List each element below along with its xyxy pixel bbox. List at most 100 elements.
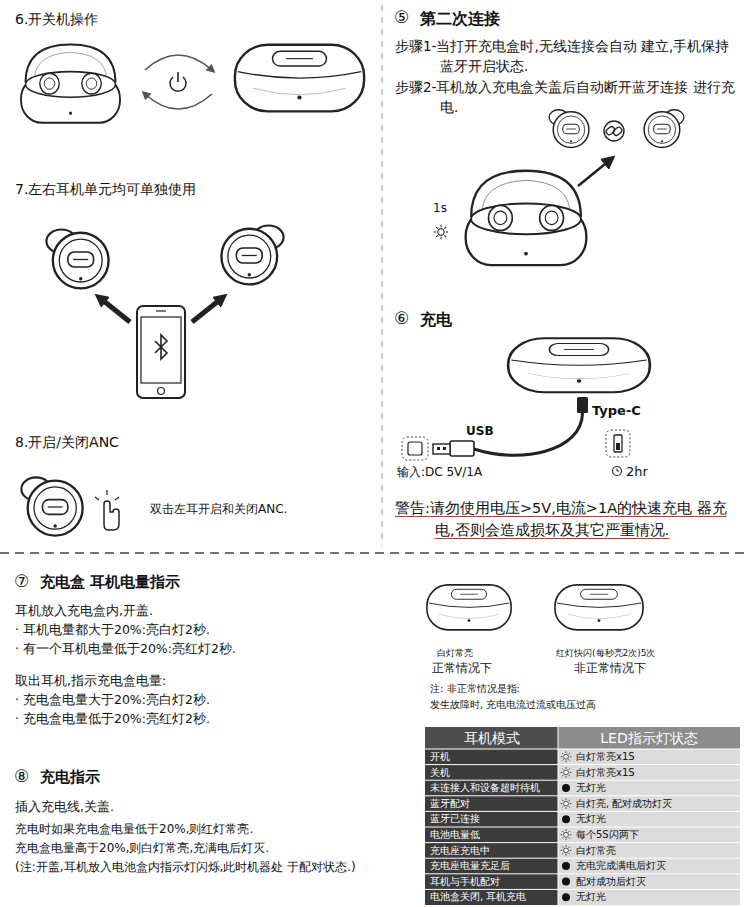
no-light-icon xyxy=(562,878,570,886)
battery-body xyxy=(614,435,622,452)
clock-icon xyxy=(613,467,622,476)
note-text: (注:开盖,耳机放入电池盒内指示灯闪烁,此时机器处 于配对状态.) xyxy=(15,859,370,876)
usb-plug xyxy=(433,441,474,456)
battery-icon xyxy=(606,430,630,457)
right-earbud xyxy=(221,226,283,285)
section-heading: 第二次连接 xyxy=(420,8,500,30)
link-circle xyxy=(604,121,624,141)
spec-text: 输入:DC 5V/1A xyxy=(397,464,482,480)
closed-case xyxy=(427,585,511,630)
connector-label: Type-C xyxy=(592,402,641,420)
table-cell: 无灯光 xyxy=(576,780,736,796)
clock-hands xyxy=(617,469,619,472)
instruction-text: 耳机放入充电盒内,开盖. xyxy=(15,603,153,620)
table-cell: 白灯常亮x1S xyxy=(576,765,736,781)
list-item: · 耳机电量都大于20%:亮白灯2秒. xyxy=(15,622,210,639)
table-cell: 蓝牙配对 xyxy=(430,796,555,812)
left-earbud xyxy=(549,110,589,148)
table-cell: 白灯常亮 xyxy=(576,843,736,859)
table-row-lines xyxy=(425,765,740,890)
white-light-icon xyxy=(561,767,572,778)
right-earbud xyxy=(644,110,684,148)
instruction-text: 充电时如果充电盒电量低于20%,则红灯常亮. xyxy=(15,821,253,837)
open-case-drawing xyxy=(21,44,120,122)
table-cell: 充电座充电中 xyxy=(430,843,555,859)
link-chain xyxy=(612,126,623,136)
list-item: · 充电盒电量大于20%:亮白灯2秒. xyxy=(15,692,210,709)
table-cell: 无灯光 xyxy=(576,811,736,827)
clock-face xyxy=(613,467,622,476)
table-header-line xyxy=(425,749,740,750)
callout-number: ⑧ xyxy=(14,765,29,788)
adapter-icon xyxy=(402,437,428,460)
table-header-cell xyxy=(425,727,558,749)
table-cell: 白灯亮, 配对成功灯灭 xyxy=(576,796,736,812)
power-cycle-symbol xyxy=(145,55,212,109)
note-text: 注: 非正常情况是指: xyxy=(430,682,520,696)
list-item: · 充电盒电量低于20%:亮红灯2秒. xyxy=(15,711,210,728)
phone-screen xyxy=(141,317,181,383)
instruction-text: 插入充电线,关盖. xyxy=(15,799,114,816)
column-divider xyxy=(382,5,383,546)
no-light-icon xyxy=(562,862,570,870)
left-earbud xyxy=(21,477,82,535)
table-cell: 电池电量低 xyxy=(430,827,555,843)
led-table xyxy=(425,727,740,905)
battery-level xyxy=(616,443,620,450)
left-earbud xyxy=(46,230,108,289)
closed-case xyxy=(555,585,643,630)
table-cell: 白灯常亮x1S xyxy=(576,749,736,765)
section-heading: 6.开关机操作 xyxy=(15,10,98,29)
connector-label: USB xyxy=(466,423,494,439)
duration-label: 1s xyxy=(433,200,447,216)
tap-marks xyxy=(95,490,119,500)
open-case xyxy=(21,44,120,122)
white-light-icon xyxy=(561,829,572,840)
home-button xyxy=(158,388,165,395)
note-text: 发生故障时, 充电电流过流或电压过高 xyxy=(430,698,596,712)
list-item: · 有一个耳机电量低于20%:亮红灯2秒. xyxy=(15,641,236,658)
table-cell: 配对成功后灯灭 xyxy=(576,874,736,890)
callout-number: ⑥ xyxy=(394,307,409,330)
section-divider xyxy=(0,552,750,554)
section-heading: 7.左右耳机单元均可单独使用 xyxy=(15,180,196,199)
usb-plug-metal xyxy=(433,444,450,454)
no-light-icon xyxy=(562,893,570,901)
adapter-body xyxy=(408,442,422,455)
instruction-text: 双击左耳开启和关闭ANC. xyxy=(150,501,287,517)
case-caption: 非正常情况下 xyxy=(574,661,646,677)
no-light-icon xyxy=(562,815,570,823)
tap-hand-icon xyxy=(95,490,119,530)
step-text: 步骤2-耳机放入充电盒关盖后自动断开蓝牙连接 进行充电. xyxy=(395,77,740,117)
table-cell: 耳机与手机配对 xyxy=(430,874,555,890)
white-light-icon xyxy=(561,845,572,856)
table-cell: 电池盒关闭, 耳机充电 xyxy=(430,889,555,905)
earbud-body xyxy=(221,226,283,285)
table-column-line xyxy=(558,727,559,905)
section-heading: 充电 xyxy=(420,309,452,331)
led-caption: 白灯常亮 xyxy=(437,647,473,659)
open-case xyxy=(466,171,587,265)
earbud-body xyxy=(644,110,684,148)
led-light-icon xyxy=(434,225,448,239)
table-cell: 每个5S闪两下 xyxy=(576,827,736,843)
section-heading: 8.开启/关闭ANC xyxy=(15,433,119,452)
section-heading: 充电指示 xyxy=(40,767,100,787)
closed-case xyxy=(235,45,364,112)
table-header-cell xyxy=(558,727,740,749)
usb-plug-body xyxy=(450,441,474,456)
warning-text: 警告:请勿使用电压>5V,电流>1A的快速充电 器充电,否则会造成损坏及其它严重… xyxy=(395,497,740,541)
link-symbol xyxy=(604,121,624,141)
table-cell: 开机 xyxy=(430,749,555,765)
callout-number: ⑦ xyxy=(14,570,29,593)
usb-pin xyxy=(443,447,446,450)
pair-arrow xyxy=(100,298,130,322)
table-cell: 无灯光 xyxy=(576,889,736,905)
battery-outline xyxy=(606,430,630,457)
usb-pin xyxy=(437,447,440,450)
step-text: 步骤1-当打开充电盒时,无线连接会自动 建立,手机保持蓝牙开启状态. xyxy=(395,36,740,76)
type-c-plug xyxy=(577,397,588,413)
no-light-icon xyxy=(562,784,570,792)
